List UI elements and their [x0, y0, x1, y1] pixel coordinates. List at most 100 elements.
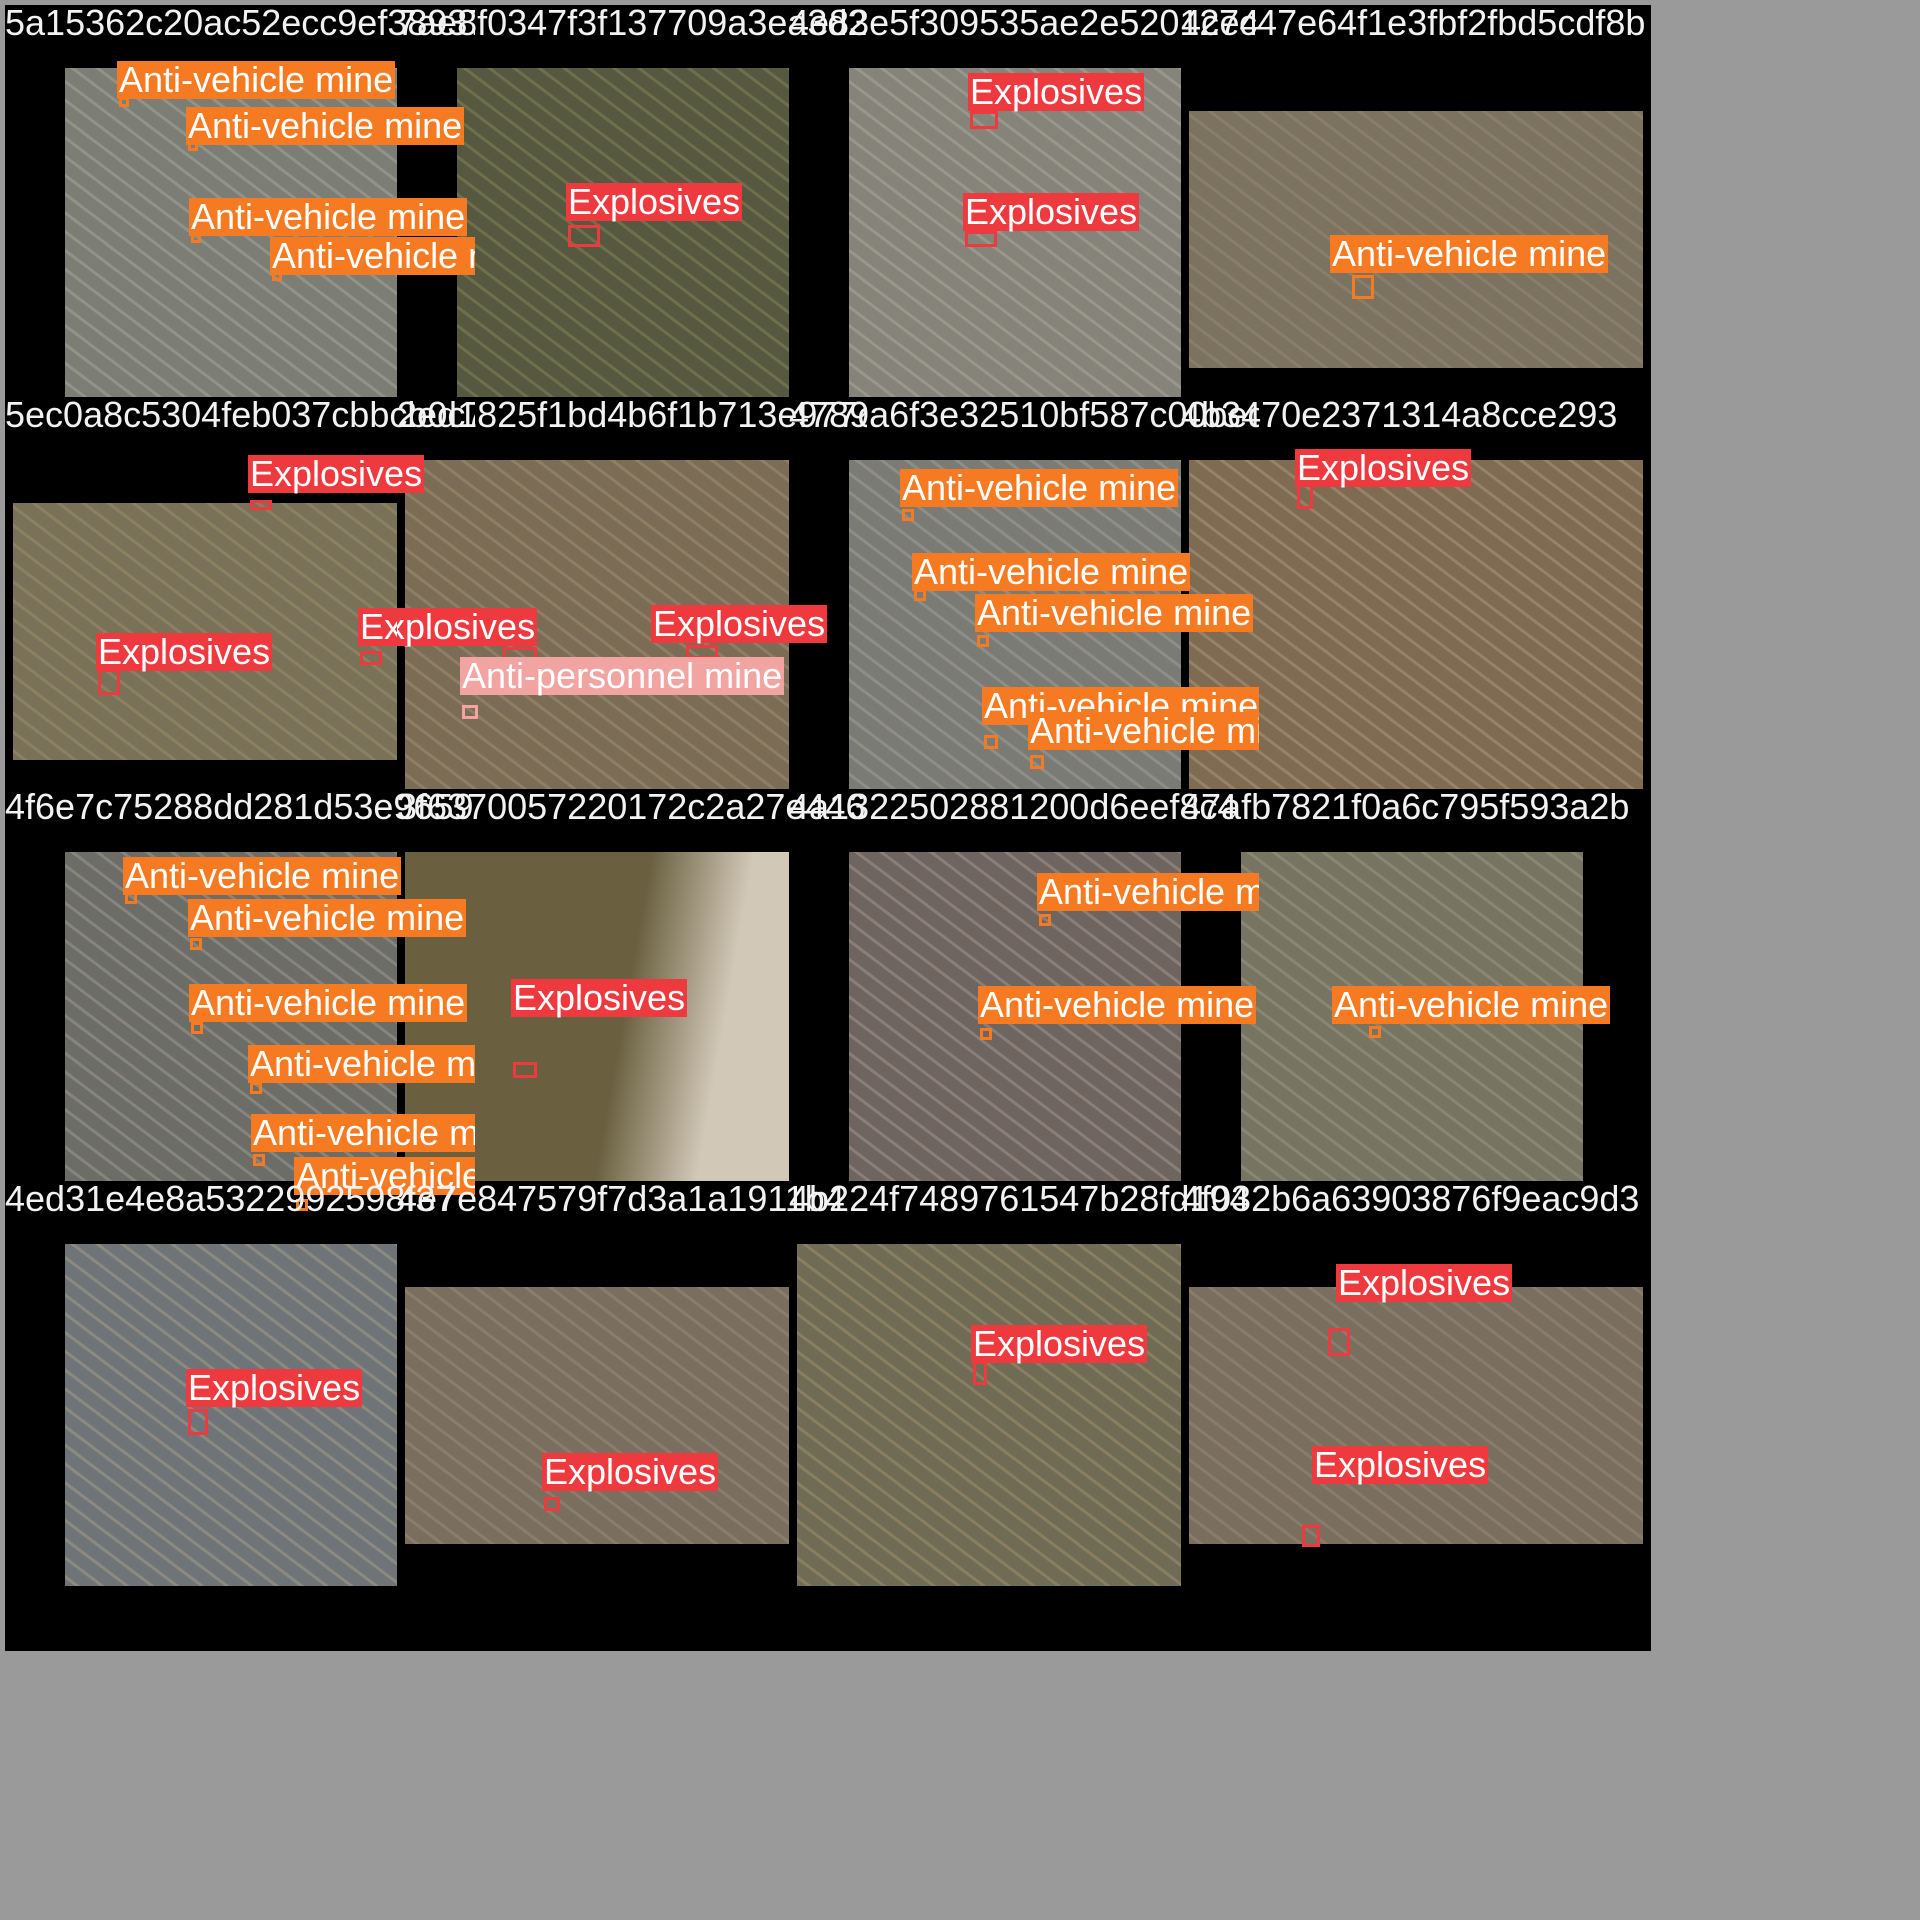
detection-box [253, 1154, 265, 1166]
detection-label: Explosives [1295, 447, 1472, 488]
detection-box [250, 500, 272, 510]
detection-label: Anti-vehicle mine [188, 897, 467, 938]
detection-box [250, 1082, 262, 1094]
detection-box [1039, 914, 1051, 926]
detection-box [190, 938, 202, 950]
detection-label: Anti-vehicle mine [975, 592, 1254, 633]
image-id-caption: 4c7c47e64f1e3fbf2fbd5cdf8b [1181, 5, 1646, 43]
detection-label: Anti-vehicle mine [294, 1157, 475, 1195]
detection-box [980, 1028, 992, 1040]
detection-box [188, 1409, 208, 1435]
detection-label: Explosives [963, 191, 1140, 232]
detection-box [965, 231, 997, 247]
detection-box [970, 111, 998, 129]
image-id-caption: 5ec0a8c5304feb037cbbcb0c7 [5, 397, 475, 435]
detection-label: Explosives [511, 977, 688, 1018]
detection-box [1328, 1328, 1350, 1356]
detection-label: Anti-vehicle mine [248, 1045, 475, 1083]
image-id-caption: 4b3470e2371314a8cce293 [1181, 397, 1618, 435]
detection-label: Explosives [971, 1323, 1148, 1364]
image-id-caption: 4789a6f3e32510bf587c00bed [789, 397, 1259, 435]
image-id-caption: 2ed1825f1bd4b6f1b713e977c [397, 397, 867, 435]
detection-label: Explosives [96, 631, 273, 672]
image-id-caption: 4f032b6a63903876f9eac9d3 [1181, 1181, 1640, 1219]
detection-label: Anti-vehicle mine [189, 982, 468, 1023]
detection-box [1369, 1026, 1381, 1038]
detection-box [1302, 1525, 1320, 1547]
detection-label: Explosives [397, 608, 538, 646]
detection-box [98, 669, 120, 695]
image-id-caption: 4a1322502881200d6eef8c4 [789, 789, 1238, 827]
image-id-caption: 4e83e5f309535ae2e52012e44 [789, 5, 1259, 43]
image-id-caption: 7ae8f0347f3f137709a3ea3d26 [397, 5, 867, 43]
detection-label: Explosives [542, 1451, 719, 1492]
detection-label: Explosives [186, 1367, 363, 1408]
aerial-photo [65, 1244, 407, 1586]
aerial-photo [1189, 460, 1643, 802]
detection-box [360, 651, 382, 665]
detection-label: Anti-vehicle mine [189, 196, 468, 237]
detection-label: Anti-vehicle mine [251, 1114, 475, 1152]
aerial-photo [849, 68, 1191, 410]
detection-box [544, 1497, 560, 1511]
image-id-caption: 5a15362c20ac52ecc9ef38937 [5, 5, 475, 43]
detection-box [977, 635, 989, 647]
detection-label: Explosives [968, 71, 1145, 112]
image-id-caption: 3f6370057220172c2a27e446 [397, 789, 866, 827]
image-id-caption: 4ed31e4e8a5322992598f37 [5, 1181, 456, 1219]
detection-box [902, 509, 914, 521]
image-id-caption: 4f6e7c75288dd281d53e9659 [5, 789, 474, 827]
detection-label: Explosives [1312, 1444, 1489, 1485]
detection-box [513, 1062, 537, 1078]
detection-box [462, 705, 478, 719]
detection-box [296, 1199, 308, 1211]
detection-label: Anti-personnel mine [460, 655, 785, 696]
detection-box [973, 1361, 987, 1385]
image-id-caption: 4b224f7489761547b28fd194 [789, 1181, 1250, 1219]
detection-box [984, 735, 998, 749]
detection-label: Anti-vehicle mine [1330, 233, 1609, 274]
aerial-photo [405, 852, 859, 1194]
detection-box [1030, 755, 1044, 769]
detection-box [191, 1022, 203, 1034]
detection-label: Anti-vehicle mine [1037, 873, 1259, 911]
detection-label: Anti-vehicle mine [270, 237, 475, 275]
detection-label: Anti-vehicle mine [1028, 712, 1259, 750]
detection-box [1352, 275, 1374, 299]
detection-box [568, 225, 600, 247]
detection-label: Anti-vehicle mine [186, 105, 465, 146]
detection-label: Explosives [651, 603, 828, 644]
detection-label: Explosives [566, 181, 743, 222]
detection-label: Explosives [248, 453, 425, 494]
aerial-photo [457, 68, 799, 410]
detection-label: Anti-vehicle mine [117, 59, 396, 100]
detection-label: Anti-vehicle mine [978, 984, 1257, 1025]
detection-label: Anti-vehicle mine [900, 467, 1179, 508]
detection-label: Anti-vehicle mine [912, 551, 1191, 592]
detection-label: Anti-vehicle mine [1332, 984, 1611, 1025]
aerial-photo [797, 1244, 1251, 1586]
image-id-caption: 47afb7821f0a6c795f593a2b [1181, 789, 1630, 827]
image-tile: 2ed1825f1bd4b6f1b713e977cExplosives Explo… [397, 397, 867, 867]
detection-label: Explosives [1336, 1262, 1513, 1303]
aerial-photo [405, 1287, 859, 1544]
detection-label: Anti-vehicle mine [123, 855, 402, 896]
image-id-caption: 4e7e847579f7d3a1a1911b4 [397, 1181, 845, 1219]
aerial-photo [1189, 1287, 1643, 1544]
